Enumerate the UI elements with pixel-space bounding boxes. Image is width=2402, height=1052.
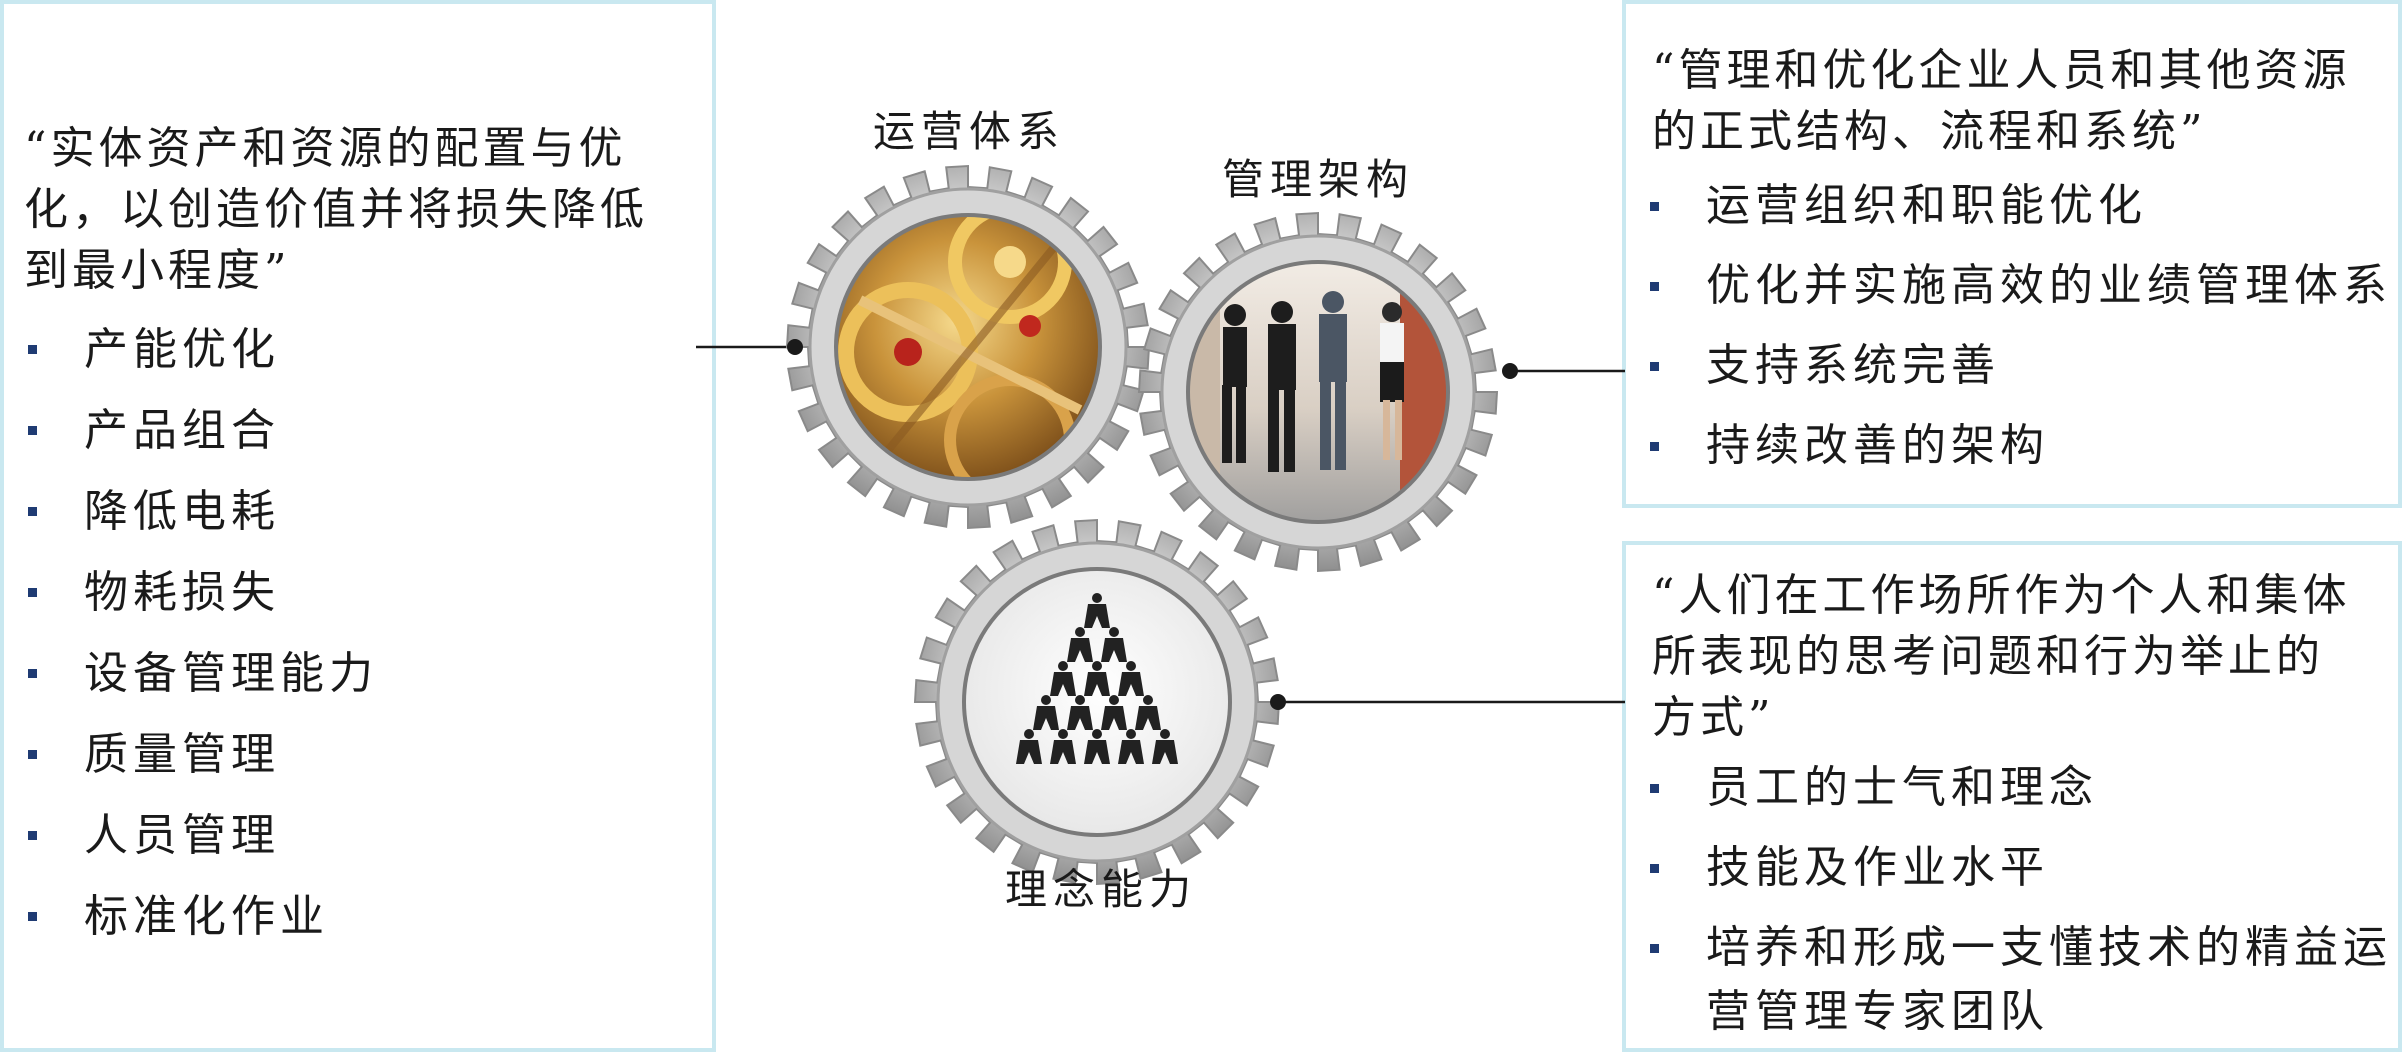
bullet-icon: [1650, 442, 1659, 451]
person-figure: [1084, 672, 1110, 696]
list-item: 降低电耗: [28, 471, 378, 552]
bullet-icon: [1650, 864, 1659, 873]
person-figure: [1160, 729, 1170, 739]
right-top-bullet-list: 运营组织和职能优化 优化并实施高效的业绩管理体系 支持系统完善 持续改善的架构: [1650, 166, 2392, 486]
person-figure: [1092, 661, 1102, 671]
bullet-icon: [28, 750, 37, 759]
bullet-icon: [28, 345, 37, 354]
list-item: 产能优化: [28, 309, 378, 390]
mind-connector-dot: [1270, 694, 1286, 710]
operations-gear-label: 运营体系: [873, 107, 1066, 156]
list-item: 技能及作业水平: [1650, 828, 2392, 908]
bullet-icon: [28, 831, 37, 840]
bullet-icon: [28, 669, 37, 678]
list-item: 优化并实施高效的业绩管理体系: [1650, 246, 2392, 326]
list-item: 持续改善的架构: [1650, 406, 2392, 486]
right-bottom-quote: “人们在工作场所作为个人和集体 所表现的思考问题和行为举止的 方式”: [1652, 570, 2351, 743]
list-item: 员工的士气和理念: [1650, 748, 2392, 828]
list-item: 物耗损失: [28, 552, 378, 633]
bullet-icon: [28, 507, 37, 516]
bullet-icon: [1650, 784, 1659, 793]
person-figure: [1084, 740, 1110, 764]
list-item: 产品组合: [28, 390, 378, 471]
list-item: 支持系统完善: [1650, 326, 2392, 406]
person-figure: [1109, 695, 1119, 705]
list-item: 运营组织和职能优化: [1650, 166, 2392, 246]
bullet-icon: [1650, 944, 1659, 953]
list-item: 培养和形成一支懂技术的精益运 营管理专家团队: [1650, 916, 2392, 1044]
bullet-icon: [28, 426, 37, 435]
list-item: 人员管理: [28, 795, 378, 876]
bullet-icon: [1650, 202, 1659, 211]
person-figure: [1050, 740, 1076, 764]
right-top-quote: “管理和优化企业人员和其他资源 的正式结构、流程和系统”: [1652, 45, 2351, 157]
person-figure: [1118, 740, 1144, 764]
person-figure: [1101, 706, 1127, 730]
bullet-icon: [1650, 282, 1659, 291]
person-figure: [1041, 695, 1051, 705]
person-figure: [1135, 706, 1161, 730]
left-bullet-list: 产能优化 产品组合 降低电耗 物耗损失 设备管理能力 质量管理 人员管理 标准化…: [28, 309, 378, 957]
bullet-icon: [28, 912, 37, 921]
person-figure: [1024, 729, 1034, 739]
management-gear-label: 管理架构: [1222, 155, 1415, 204]
person-figure: [1033, 706, 1059, 730]
left-quote: “实体资产和资源的配置与优 化，以创造价值并将损失降低 到最小程度”: [24, 123, 648, 296]
left-panel: “实体资产和资源的配置与优 化，以创造价值并将损失降低 到最小程度” 产能优化 …: [0, 0, 716, 1052]
right-bottom-bullet-list: 员工的士气和理念 技能及作业水平 培养和形成一支懂技术的精益运 营管理专家团队: [1650, 748, 2392, 1044]
human-pyramid-photo: [964, 569, 1230, 835]
list-item: 设备管理能力: [28, 633, 378, 714]
list-item: 质量管理: [28, 714, 378, 795]
person-figure: [1109, 627, 1119, 637]
person-figure: [1092, 593, 1102, 603]
person-figure: [1058, 661, 1068, 671]
bullet-icon: [28, 588, 37, 597]
person-figure: [1126, 729, 1136, 739]
person-figure: [1101, 638, 1127, 662]
right-top-panel: “管理和优化企业人员和其他资源 的正式结构、流程和系统” 运营组织和职能优化 优…: [1622, 0, 2402, 508]
connector-lines: [696, 345, 1625, 704]
mgmt-connector-dot: [1502, 363, 1518, 379]
person-figure: [1092, 729, 1102, 739]
person-figure: [1152, 740, 1178, 764]
person-figure: [1084, 604, 1110, 628]
person-figure: [1143, 695, 1153, 705]
right-bottom-panel: “人们在工作场所作为个人和集体 所表现的思考问题和行为举止的 方式” 员工的士气…: [1622, 541, 2402, 1052]
person-figure: [1075, 695, 1085, 705]
bullet-icon: [1650, 362, 1659, 371]
mindset-gear-label: 理念能力: [1005, 865, 1198, 914]
person-figure: [1067, 706, 1093, 730]
list-item: 标准化作业: [28, 876, 378, 957]
person-figure: [1050, 672, 1076, 696]
person-figure: [1126, 661, 1136, 671]
person-figure: [1075, 627, 1085, 637]
person-figure: [1118, 672, 1144, 696]
person-figure: [1016, 740, 1042, 764]
ops-connector-dot: [787, 339, 803, 355]
person-figure: [1067, 638, 1093, 662]
person-figure: [1058, 729, 1068, 739]
